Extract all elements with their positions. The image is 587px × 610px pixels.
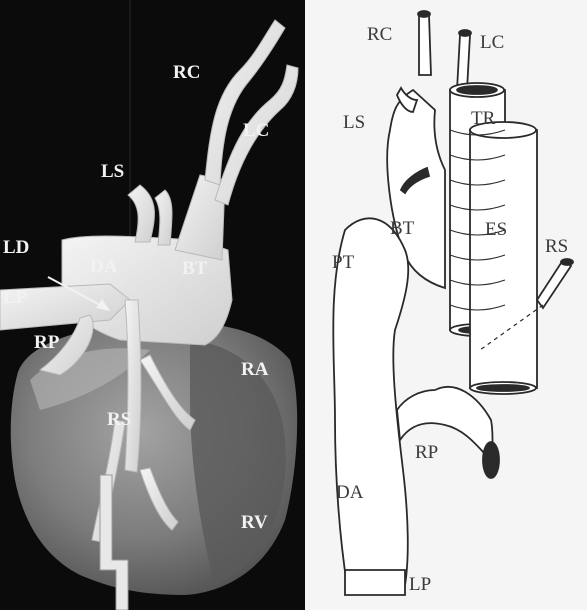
drawing-label-lp: LP: [409, 574, 431, 595]
drawing-esophagus: [470, 130, 537, 388]
photo-label-rs: RS: [107, 409, 131, 430]
drawing-label-rp: RP: [415, 442, 438, 463]
photo-label-lp: LP: [3, 287, 28, 308]
drawing-esophagus-lumen: [477, 385, 529, 391]
drawing-panel: RC LC LS TR BT ES RS PT RP DA LP: [305, 0, 587, 610]
photo-label-rc: RC: [173, 62, 200, 83]
drawing-label-lc: LC: [480, 32, 504, 53]
photo-label-ra: RA: [241, 359, 269, 380]
drawing-label-ls: LS: [343, 112, 365, 133]
drawing-rs-lumen: [561, 259, 573, 265]
drawing-trachea-lumen: [457, 86, 497, 94]
photo-label-lc: LC: [243, 120, 269, 141]
drawing-label-bt: BT: [390, 218, 415, 239]
photo-label-da: DA: [90, 256, 118, 277]
drawing-svg: RC LC LS TR BT ES RS PT RP DA LP: [305, 0, 587, 610]
drawing-vessel-right-carotid: [419, 15, 431, 75]
photo-panel: RC LC LS LD DA BT LP RP RA RS RV: [0, 0, 305, 610]
drawing-label-rs: RS: [545, 236, 568, 257]
drawing-rc-lumen: [418, 11, 430, 17]
photo-label-ld: LD: [3, 237, 29, 258]
drawing-lc-lumen: [459, 30, 471, 36]
drawing-label-pt: PT: [332, 252, 355, 273]
drawing-rp-lumen: [483, 442, 499, 478]
photo-label-rv: RV: [241, 512, 268, 533]
drawing-vessel-left-pulmonary: [345, 570, 405, 595]
photo-label-ls: LS: [101, 161, 124, 182]
photo-label-rp: RP: [34, 332, 60, 353]
drawing-label-rc: RC: [367, 24, 392, 45]
photo-svg: RC LC LS LD DA BT LP RP RA RS RV: [0, 0, 305, 610]
drawing-vessel-left-carotid: [457, 35, 470, 90]
drawing-label-tr: TR: [471, 108, 496, 129]
drawing-label-da: DA: [336, 482, 364, 503]
drawing-label-es: ES: [485, 219, 507, 240]
photo-label-bt: BT: [182, 258, 208, 279]
